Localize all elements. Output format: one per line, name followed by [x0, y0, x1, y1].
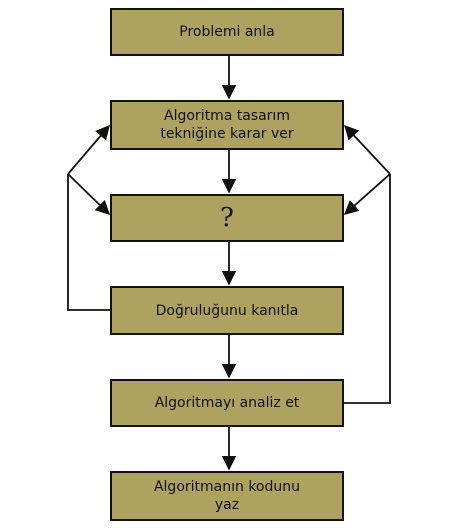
step-write-code-box: Algoritmanın kodunu yaz [110, 471, 344, 521]
arrow-loop-right-to-unknown [343, 173, 391, 215]
step-understand-problem-box: Problemi anla [110, 8, 344, 56]
step-unknown-box: ? [110, 194, 344, 242]
step-unknown-label: ? [220, 203, 234, 233]
loop-left-path [67, 174, 110, 311]
step-design-technique-box: Algoritma tasarım tekniğine karar ver [110, 100, 344, 150]
step-prove-correctness-label: Doğruluğunu kanıtla [155, 302, 299, 319]
arrow-loop-left-to-unknown [67, 173, 111, 216]
step-write-code-label: Algoritmanın kodunu yaz [153, 479, 301, 513]
loop-right-path [344, 174, 391, 404]
arrow-loop-left-to-design [67, 124, 110, 175]
step-analyze-algorithm-label: Algoritmayı analiz et [154, 395, 300, 411]
step-understand-problem-label: Problemi anla [179, 24, 275, 40]
step-analyze-algorithm-box: Algoritmayı analiz et [110, 379, 344, 427]
arrow-loop-right-to-design [344, 124, 391, 175]
step-design-technique-label: Algoritma tasarım tekniğine karar ver [160, 108, 294, 142]
step-prove-correctness-box: Doğruluğunu kanıtla [110, 286, 344, 335]
